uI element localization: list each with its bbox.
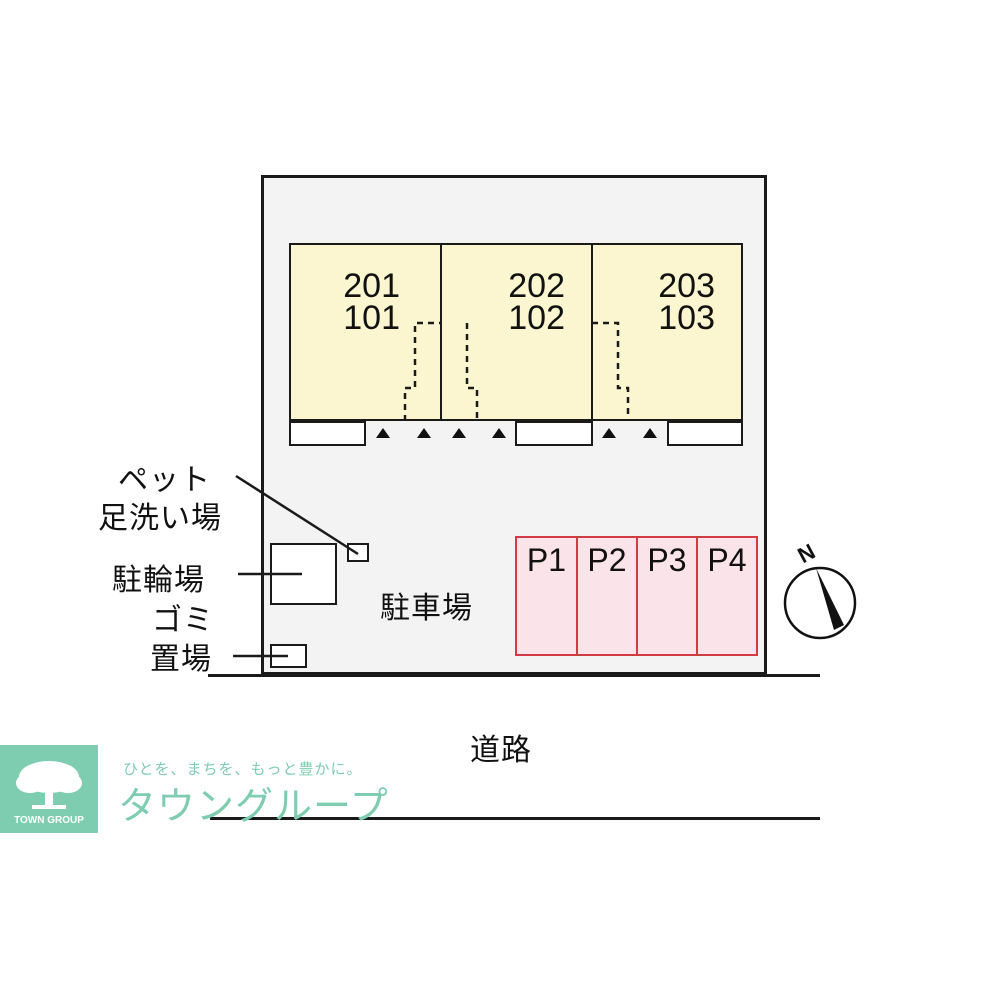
parking-lot-label: 駐車場 bbox=[380, 591, 473, 626]
parking-slot-p3: P3 bbox=[636, 536, 698, 656]
bicycle-parking-label: 駐輪場 bbox=[112, 563, 205, 598]
unit-1 bbox=[289, 243, 442, 421]
logo-brand-name: タウングループ bbox=[118, 784, 389, 828]
unit-3-lower-number: 103 bbox=[658, 299, 715, 337]
compass-north-label: N bbox=[794, 540, 820, 568]
unit-3 bbox=[591, 243, 743, 421]
entrance-triangle-icon bbox=[376, 428, 390, 438]
entrance-triangle-icon bbox=[417, 428, 431, 438]
unit-1-upper-number: 201 bbox=[343, 267, 400, 305]
unit-2 bbox=[440, 243, 593, 421]
unit-2-lower-number: 102 bbox=[508, 299, 565, 337]
entrance-triangle-icon bbox=[643, 428, 657, 438]
tree-icon bbox=[16, 761, 82, 809]
entrance-triangle-icon bbox=[492, 428, 506, 438]
stair-outline-2 bbox=[592, 321, 630, 421]
pet-foot-wash-label-line1: ペット bbox=[118, 463, 211, 498]
garbage-label-line1: ゴミ bbox=[152, 603, 214, 638]
pet-foot-wash-station bbox=[347, 543, 369, 562]
entrance-triangle-icon bbox=[602, 428, 616, 438]
garbage-label-line2: 置場 bbox=[150, 642, 212, 677]
entrance-triangle-icon bbox=[452, 428, 466, 438]
unit-1-lower-number: 101 bbox=[343, 299, 400, 337]
logo-tagline: ひとを、まちを、もっと豊かに。 bbox=[123, 760, 363, 778]
unit-3-upper-number: 203 bbox=[658, 267, 715, 305]
balcony-2 bbox=[515, 421, 593, 446]
parking-slot-p1: P1 bbox=[515, 536, 578, 656]
road-label: 道路 bbox=[470, 733, 532, 768]
parking-slot-p4: P4 bbox=[696, 536, 758, 656]
emblem-text: TOWN GROUP bbox=[14, 815, 84, 826]
pet-leader-line bbox=[235, 474, 359, 556]
town-group-emblem: TOWN GROUP bbox=[0, 745, 98, 833]
stair-outline-1 bbox=[403, 321, 479, 421]
parking-slot-p2: P2 bbox=[576, 536, 638, 656]
balcony-3 bbox=[667, 421, 743, 446]
property-line bbox=[208, 674, 820, 677]
north-compass-icon: N bbox=[783, 540, 857, 640]
road-line bbox=[210, 817, 820, 820]
unit-2-upper-number: 202 bbox=[508, 267, 565, 305]
pet-foot-wash-label-line2: 足洗い場 bbox=[98, 501, 222, 536]
balcony-1 bbox=[289, 421, 366, 446]
